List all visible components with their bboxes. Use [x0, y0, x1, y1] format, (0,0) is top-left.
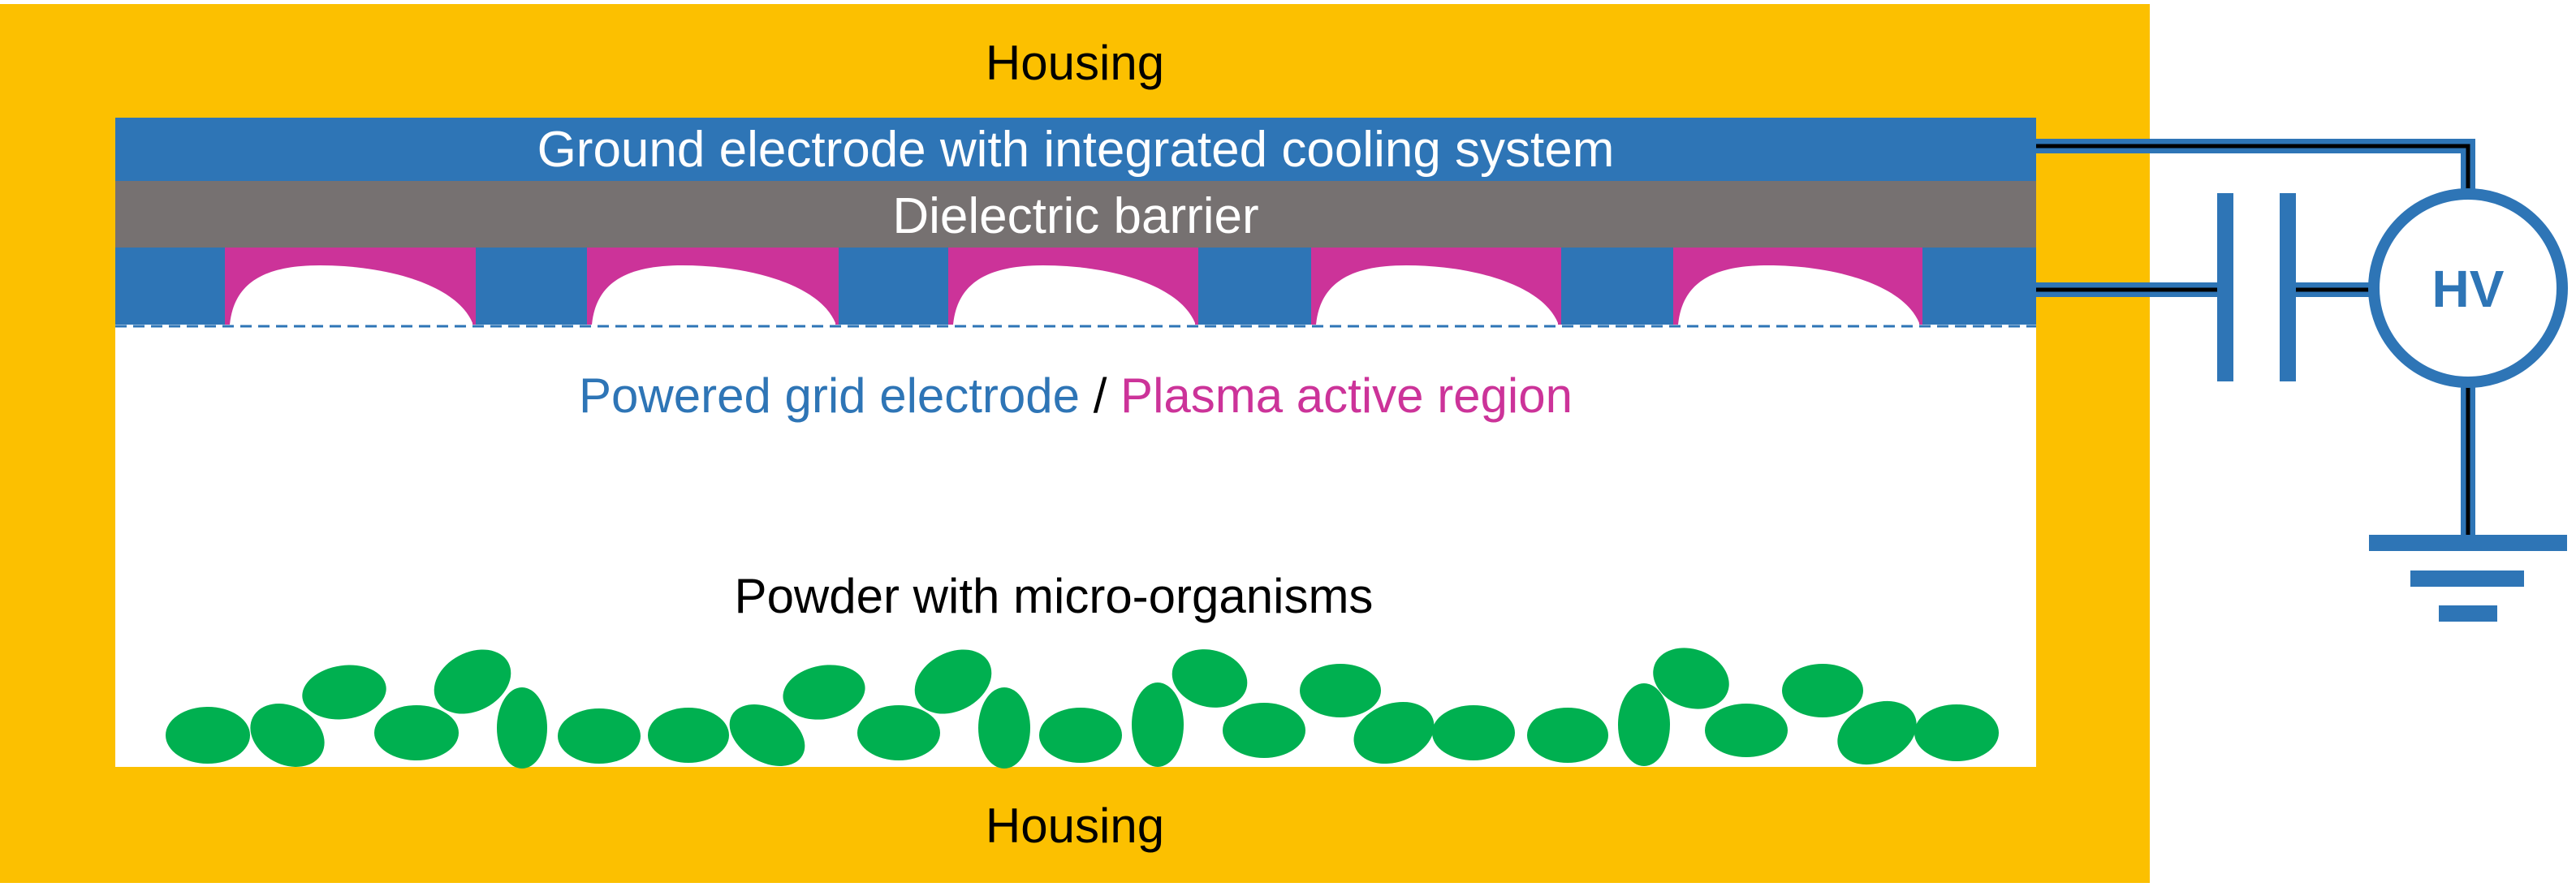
grid-plasma-caption: Powered grid electrode / Plasma active r… — [579, 368, 1573, 423]
plasma-gap — [592, 265, 835, 325]
circuit-wiring — [2036, 139, 2475, 537]
capacitor-icon — [2217, 193, 2296, 381]
ground-electrode-bar — [115, 118, 2036, 181]
powder-label: Powder with micro-organisms — [735, 569, 1374, 623]
hv-source-icon — [2368, 188, 2568, 388]
powder-particle — [783, 665, 865, 720]
powder-particle — [166, 707, 250, 764]
powder-particle — [374, 705, 459, 760]
grid-electrode-label: Powered grid electrode — [579, 368, 1080, 423]
dielectric-barrier-label: Dielectric barrier — [892, 188, 1258, 244]
powder-particles — [166, 648, 1999, 769]
powder-particle — [1705, 704, 1788, 757]
powder-particle — [1618, 683, 1670, 766]
powder-particle — [978, 687, 1030, 769]
plasma-gap — [230, 265, 472, 325]
powder-particle — [250, 704, 325, 767]
powder-particle — [648, 708, 729, 763]
wire-top-inner — [2036, 144, 2470, 195]
powder-particle — [1527, 708, 1608, 763]
dielectric-barrier-bar — [115, 181, 2036, 248]
powder-particle — [1653, 648, 1729, 709]
hv-label: HV — [2432, 260, 2505, 318]
powder-particle — [497, 687, 547, 769]
powder-particle — [1914, 704, 1999, 761]
powder-particle — [302, 665, 386, 720]
powder-particle — [1432, 705, 1515, 760]
powder-particle — [1300, 664, 1381, 717]
grid-electrode-layer — [115, 248, 2036, 325]
powder-particle — [1039, 708, 1122, 763]
plasma-gap — [1316, 265, 1558, 325]
powder-particle — [1837, 700, 1917, 765]
powder-particle — [1171, 649, 1248, 708]
ground-symbol-icon — [2369, 535, 2567, 622]
housing-bottom-label: Housing — [986, 799, 1164, 853]
caption-separator: / — [1080, 368, 1120, 423]
powder-particle — [434, 649, 511, 714]
powder-particle — [729, 704, 805, 766]
plasma-region-label: Plasma active region — [1120, 368, 1573, 423]
powder-particle — [857, 705, 940, 760]
powder-particle — [1353, 701, 1435, 764]
powder-particle — [914, 649, 992, 714]
plasma-gap — [1678, 265, 1919, 325]
ground-electrode-label: Ground electrode with integrated cooling… — [537, 122, 1615, 178]
housing-top-label: Housing — [986, 36, 1164, 90]
powder-particle — [558, 708, 641, 764]
powder-particle — [1223, 703, 1305, 758]
plasma-gap — [953, 265, 1195, 325]
powder-particle — [1782, 664, 1863, 717]
powder-particle — [1132, 682, 1184, 767]
